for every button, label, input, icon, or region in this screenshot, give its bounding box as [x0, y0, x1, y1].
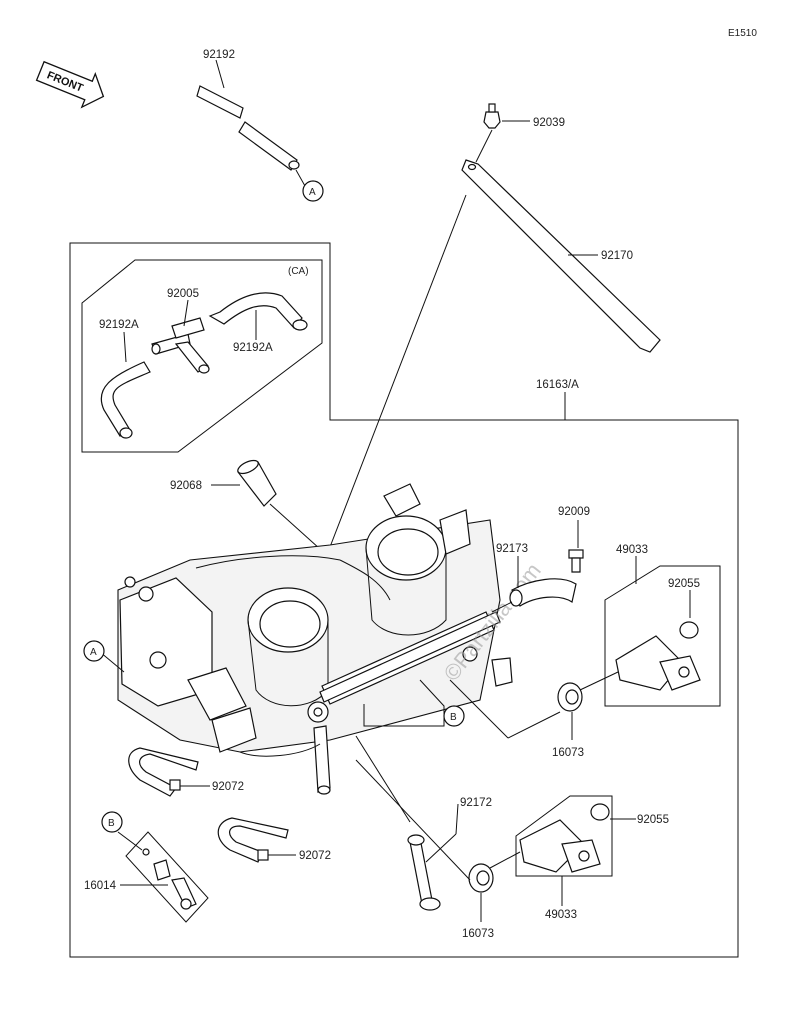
label-92039: 92039 [533, 117, 565, 129]
label-92072-a: 92072 [212, 781, 244, 793]
diagram-code: E1510 [728, 28, 757, 39]
injector-box-top [604, 565, 721, 707]
bolt-92009[interactable] [568, 549, 584, 573]
label-16073-bottom: 16073 [462, 928, 494, 940]
callout-b-body [443, 705, 465, 727]
label-92192: 92192 [203, 49, 235, 61]
injector-49033-top[interactable] [615, 635, 701, 691]
label-92005: 92005 [167, 288, 199, 300]
label-16014: 16014 [84, 880, 117, 892]
callout-a-body [83, 640, 105, 662]
label-92009: 92009 [558, 506, 590, 518]
svg-text:A: A [90, 647, 97, 658]
label-49033-top: 49033 [616, 544, 648, 556]
hose-92192a-left[interactable] [100, 361, 151, 439]
hose-92192a-right[interactable] [208, 292, 308, 331]
label-16163a: 16163/A [536, 379, 579, 391]
seal-16073-top[interactable] [557, 682, 583, 712]
label-92055-top: 92055 [668, 578, 700, 590]
clamp-92173[interactable] [509, 578, 577, 607]
assembly-boundary [69, 242, 739, 958]
label-92170: 92170 [601, 250, 633, 262]
seal-16073-bottom[interactable] [468, 863, 494, 893]
clip-92039[interactable] [483, 103, 501, 129]
svg-text:B: B [450, 712, 457, 723]
label-92192a-right: 92192A [233, 342, 273, 354]
front-arrow-icon: FRONT [35, 60, 105, 109]
injector-box-bottom [515, 795, 613, 877]
ca-box [81, 259, 323, 453]
cable-tie-92072-upper[interactable] [128, 747, 199, 797]
injector-49033-bottom[interactable] [519, 819, 601, 873]
cap-92068[interactable] [236, 458, 277, 507]
hose-92192[interactable] [196, 85, 300, 171]
label-16073-top: 16073 [552, 747, 584, 759]
tee-fitting-92005[interactable] [151, 317, 210, 374]
strap-92170[interactable] [461, 159, 661, 353]
kit-outline [125, 831, 209, 923]
label-92173: 92173 [496, 543, 528, 555]
o-ring-92055-bottom[interactable] [590, 803, 610, 821]
label-49033-bottom: 49033 [545, 909, 577, 921]
svg-text:A: A [309, 187, 316, 198]
callout-a-top [302, 180, 324, 202]
label-92072-b: 92072 [299, 850, 331, 862]
label-92192a-left: 92192A [99, 319, 139, 331]
throttle-body-assembly[interactable] [117, 483, 513, 795]
label-92068: 92068 [170, 480, 202, 492]
ca-label: (CA) [288, 266, 309, 277]
svg-text:B: B [108, 818, 115, 829]
callout-b-kit [101, 811, 123, 833]
label-92172: 92172 [460, 797, 492, 809]
pilot-screw-kit-16014[interactable] [142, 848, 197, 910]
pin-92172[interactable] [407, 834, 441, 911]
label-92055-bottom: 92055 [637, 814, 669, 826]
o-ring-92055-top[interactable] [679, 621, 699, 639]
